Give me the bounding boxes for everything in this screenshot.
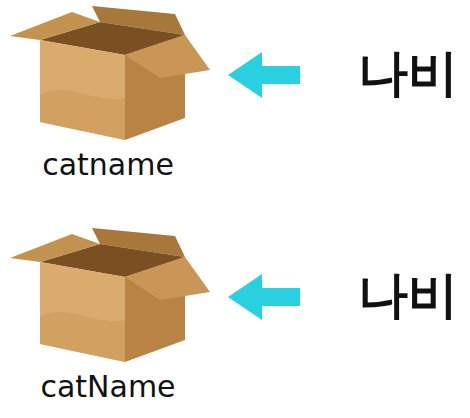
cardboard-box [10, 228, 210, 362]
variable-name: catName [40, 369, 175, 405]
variable-name: catname [42, 147, 174, 183]
box-label: catname [38, 145, 178, 185]
arrows [228, 52, 300, 320]
value-text: 나비 [358, 268, 458, 323]
cardboard-box [10, 6, 210, 140]
value-text: 나비 [358, 46, 458, 101]
box-label: catName [36, 367, 179, 407]
